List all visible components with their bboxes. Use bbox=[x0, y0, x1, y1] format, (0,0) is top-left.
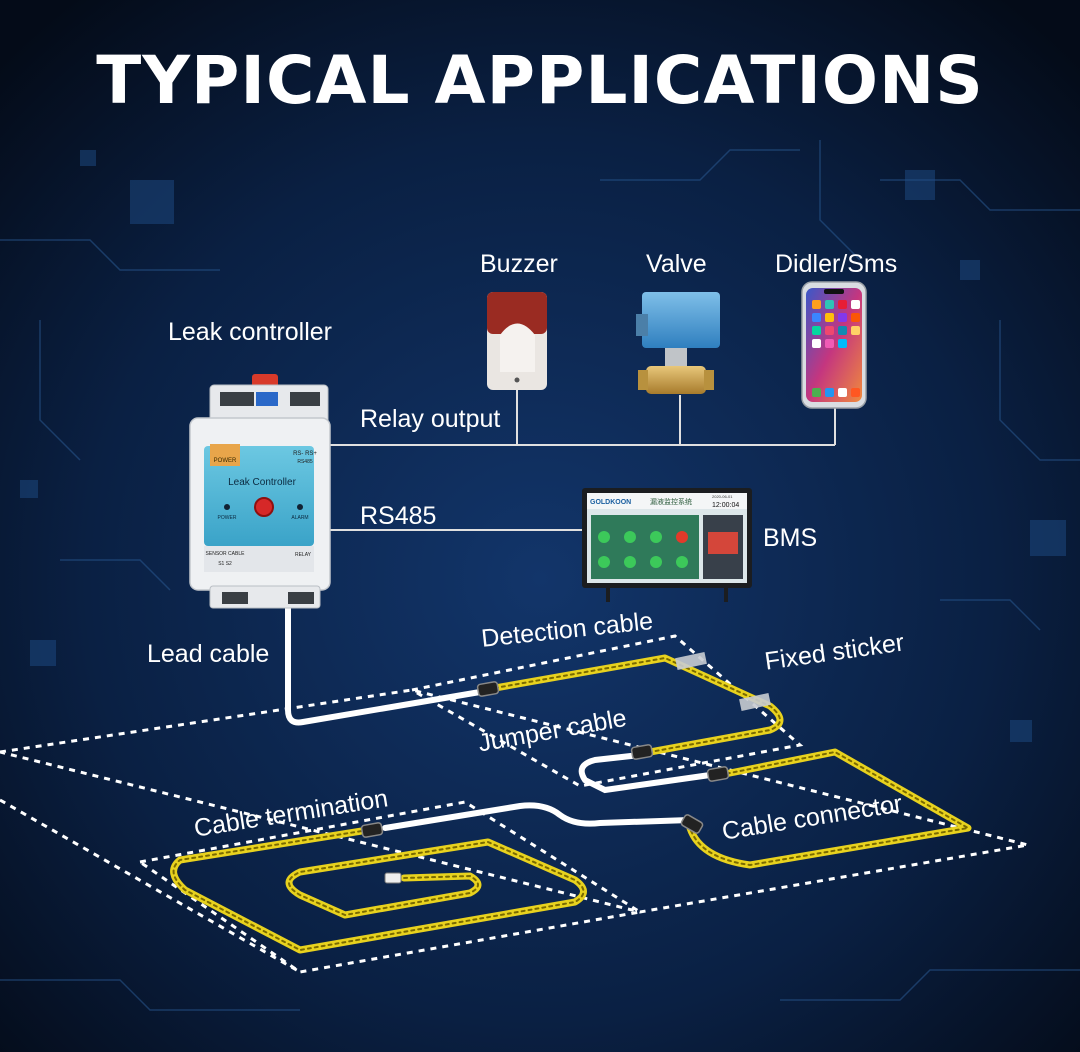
fixed-stickers bbox=[675, 652, 771, 711]
label-buzzer: Buzzer bbox=[480, 250, 558, 278]
label-relay-output: Relay output bbox=[360, 405, 501, 433]
grid-squares-decoration bbox=[20, 150, 1066, 742]
bms-time: 12:00:04 bbox=[712, 502, 739, 509]
white-cables bbox=[285, 603, 713, 831]
cable-connector bbox=[630, 744, 654, 760]
floor-zone-termination bbox=[136, 800, 645, 974]
rs-tag: RS- RS+ bbox=[293, 451, 317, 457]
bms-monitor: GOLDKOON 漏液监控系统 2020-06-01 12:00:04 bbox=[582, 488, 752, 602]
floor-zones bbox=[0, 634, 1029, 974]
reset-button bbox=[254, 497, 274, 517]
floor-edge-left bbox=[0, 798, 301, 974]
bms-brand: GOLDKOON bbox=[590, 499, 631, 506]
page-title: TYPICAL APPLICATIONS bbox=[96, 42, 984, 119]
lead-cable-line bbox=[285, 603, 483, 726]
cable-connector bbox=[680, 814, 704, 834]
cable-connector bbox=[706, 766, 730, 782]
led-power-label: POWER bbox=[218, 515, 237, 521]
floor-zone-large bbox=[0, 688, 1029, 914]
cable-connector bbox=[476, 681, 500, 697]
label-leak-controller: Leak controller bbox=[168, 318, 332, 346]
rs485-tag: RS485 bbox=[297, 459, 313, 465]
label-bms: BMS bbox=[763, 524, 818, 552]
bms-zone-indicators bbox=[598, 531, 688, 568]
label-valve: Valve bbox=[646, 250, 707, 278]
connectors bbox=[360, 681, 730, 838]
label-lead-cable: Lead cable bbox=[147, 640, 270, 668]
bms-date: 2020-06-01 bbox=[712, 494, 733, 499]
label-rs485: RS485 bbox=[360, 502, 437, 530]
leak-controller-device: POWER RS- RS+ RS485 Leak Controller POWE… bbox=[189, 374, 331, 609]
cable-end-cap bbox=[384, 872, 402, 884]
valve-device bbox=[636, 292, 720, 394]
phone-app-icons bbox=[812, 300, 860, 397]
device-name: Leak Controller bbox=[228, 477, 296, 488]
buzzer-device bbox=[487, 292, 547, 390]
cable-connector bbox=[360, 822, 384, 838]
detection-cables bbox=[170, 654, 972, 954]
led-alarm-label: ALARM bbox=[291, 515, 308, 521]
phone-device bbox=[801, 281, 867, 409]
sensor-cable-label: SENSOR CABLE bbox=[206, 551, 246, 557]
sensor-terminals-label: S1 S2 bbox=[218, 561, 232, 567]
wiring-lines bbox=[330, 390, 836, 531]
bms-header: 漏液监控系统 bbox=[650, 497, 692, 506]
floor-zone-detection bbox=[407, 634, 804, 788]
power-tag: POWER bbox=[214, 458, 237, 464]
jumper-cable-line bbox=[578, 752, 713, 794]
relay-tag: RELAY bbox=[295, 552, 312, 558]
label-didler-sms: Didler/Sms bbox=[775, 250, 898, 278]
fixed-sticker bbox=[739, 693, 771, 711]
fixed-sticker bbox=[675, 652, 707, 670]
cable-termination-line bbox=[382, 802, 693, 831]
